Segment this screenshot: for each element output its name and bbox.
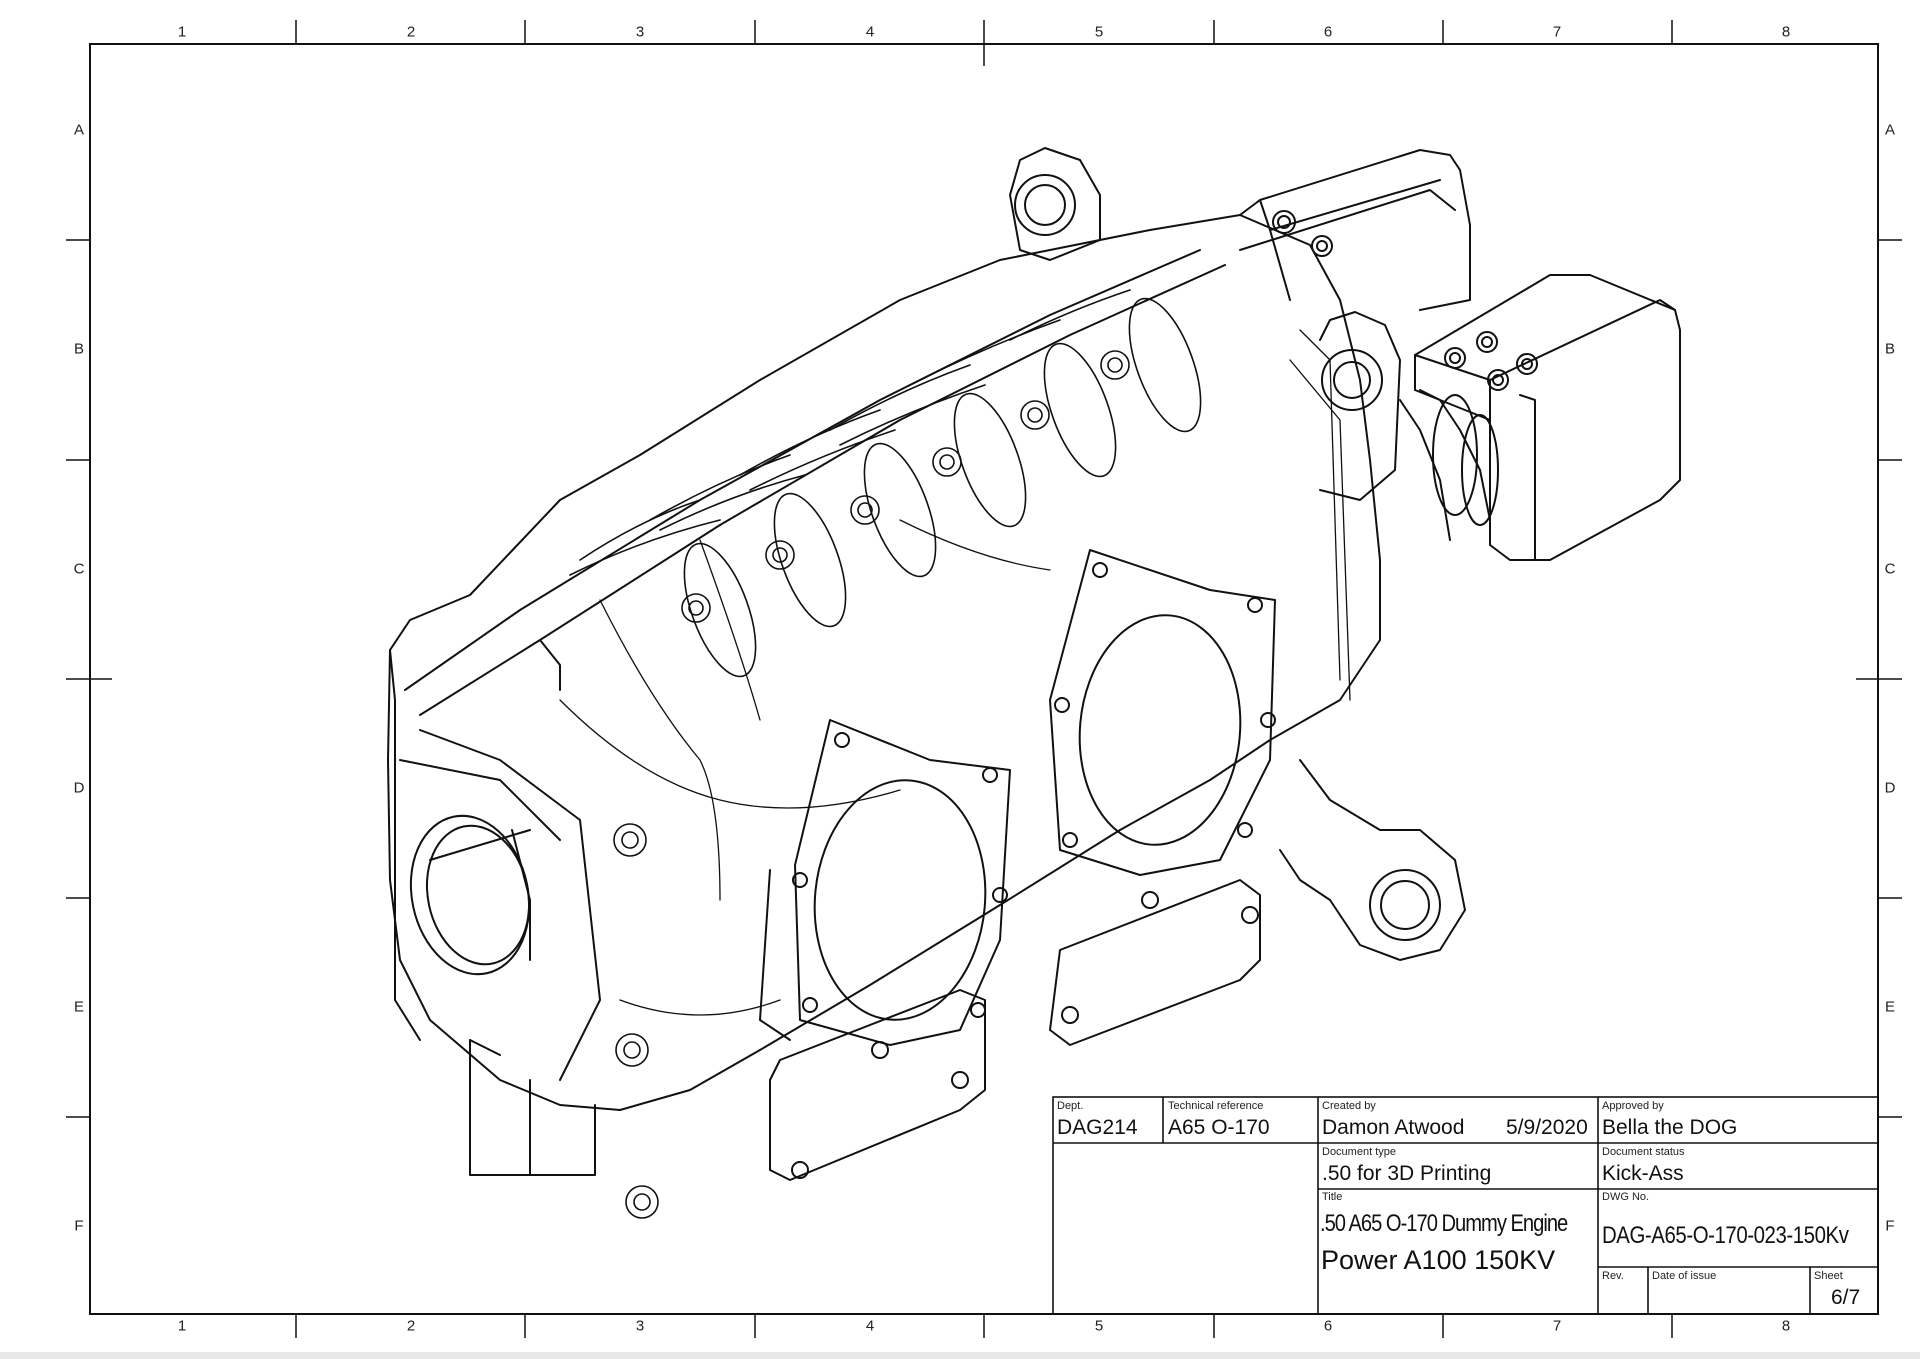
dwg-no-value: DAG-A65-O-170-023-150Kv xyxy=(1602,1222,1849,1249)
zone-row-left-a: A xyxy=(73,121,85,139)
zone-col-top-5: 5 xyxy=(1094,23,1104,41)
zone-ticks xyxy=(66,20,1902,1338)
zone-row-right-e: E xyxy=(1884,998,1896,1016)
zone-col-top-3: 3 xyxy=(635,23,645,41)
zone-col-top-6: 6 xyxy=(1323,23,1333,41)
created-date-value: 5/9/2020 xyxy=(1506,1116,1588,1139)
zone-col-top-1: 1 xyxy=(177,23,187,41)
engine-drawing xyxy=(387,147,1681,1219)
title-block-grid xyxy=(1052,1096,1879,1315)
title-line-2: Power A100 150KV xyxy=(1321,1245,1556,1275)
zone-row-right-d: D xyxy=(1884,779,1896,797)
document-status-label: Document status xyxy=(1602,1146,1685,1158)
date-of-issue-label: Date of issue xyxy=(1652,1270,1717,1282)
window-bottom-edge xyxy=(0,1352,1920,1359)
approved-by-label: Approved by xyxy=(1602,1100,1664,1112)
zone-col-top-7: 7 xyxy=(1552,23,1562,41)
zone-col-top-4: 4 xyxy=(865,23,875,41)
zone-col-bottom-7: 7 xyxy=(1552,1317,1562,1335)
document-type-value: .50 for 3D Printing xyxy=(1322,1162,1492,1185)
zone-col-bottom-4: 4 xyxy=(865,1317,875,1335)
title-label: Title xyxy=(1322,1191,1343,1203)
document-status-value: Kick-Ass xyxy=(1602,1162,1684,1185)
zone-row-left-b: B xyxy=(73,340,85,358)
zone-row-left-c: C xyxy=(73,560,85,578)
zone-col-bottom-6: 6 xyxy=(1323,1317,1333,1335)
dwg-no-label: DWG No. xyxy=(1602,1191,1650,1203)
zone-col-bottom-8: 8 xyxy=(1781,1317,1791,1335)
sheet-value: 6/7 xyxy=(1831,1286,1861,1309)
zone-row-right-c: C xyxy=(1884,560,1896,578)
zone-row-left-e: E xyxy=(73,998,85,1016)
zone-row-left-d: D xyxy=(73,779,85,797)
rev-label: Rev. xyxy=(1602,1270,1624,1282)
zone-col-bottom-1: 1 xyxy=(177,1317,187,1335)
zone-row-right-f: F xyxy=(1885,1217,1895,1235)
zone-col-top-2: 2 xyxy=(406,23,416,41)
dept-label: Dept. xyxy=(1057,1100,1084,1112)
zone-col-bottom-3: 3 xyxy=(635,1317,645,1335)
created-by-label: Created by xyxy=(1322,1100,1376,1112)
document-type-label: Document type xyxy=(1322,1146,1396,1158)
sheet-label: Sheet xyxy=(1814,1270,1843,1282)
created-by-value: Damon Atwood xyxy=(1322,1116,1465,1139)
zone-col-bottom-5: 5 xyxy=(1094,1317,1104,1335)
zone-row-right-a: A xyxy=(1884,121,1896,139)
technical-reference-label: Technical reference xyxy=(1168,1100,1264,1112)
zone-col-top-8: 8 xyxy=(1781,23,1791,41)
approved-by-value: Bella the DOG xyxy=(1602,1116,1738,1139)
technical-reference-value: A65 O-170 xyxy=(1168,1116,1270,1139)
zone-col-bottom-2: 2 xyxy=(406,1317,416,1335)
dept-value: DAG214 xyxy=(1057,1116,1138,1139)
zone-row-right-b: B xyxy=(1884,340,1896,358)
zone-row-left-f: F xyxy=(74,1217,84,1235)
title-line-1: .50 A65 O-170 Dummy Engine xyxy=(1320,1210,1568,1237)
